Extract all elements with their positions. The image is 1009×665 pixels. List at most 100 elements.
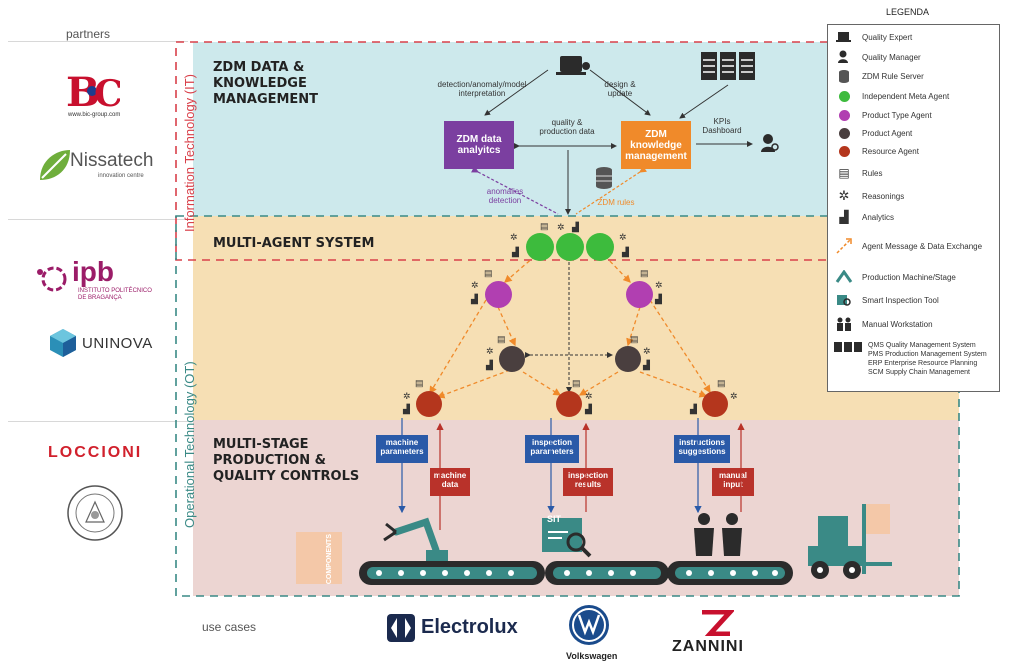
university-seal-logo: [67, 485, 123, 541]
legend-item-rule-server: ZDM Rule Server: [834, 69, 924, 83]
legend-label: Quality Manager: [862, 52, 921, 62]
forklift-icon: [808, 504, 892, 579]
analytics-icon: ▟: [690, 404, 697, 414]
quality-expert-icon: [836, 32, 851, 42]
legend-item-quality-manager: Quality Manager: [834, 50, 921, 64]
uninova-logo: UNINOVA: [48, 328, 188, 362]
analytics-icon: ▟: [585, 404, 592, 414]
gear-icon: ✲: [486, 346, 494, 356]
gear-icon: ✲: [619, 232, 627, 242]
inspection-parameters-box: inspection parameters: [525, 435, 579, 463]
electrolux-name: Electrolux: [421, 616, 518, 638]
uninova-name: UNINOVA: [82, 335, 153, 352]
bic-logo: B C www.bic-group.com: [64, 66, 123, 122]
legend-label: Analytics: [862, 212, 895, 222]
zannini-name: ZANNINI: [672, 638, 744, 655]
legend-item-meta-agent: Independent Meta Agent: [834, 91, 949, 102]
machine-data-box: machine data: [430, 468, 470, 496]
conveyor-belt: [359, 561, 793, 585]
detection-label: detection/anomaly/model interpretation: [437, 80, 527, 98]
red-dot-icon: [838, 146, 850, 157]
product-type-agent-left: [485, 281, 512, 308]
analytics-icon: ▟: [622, 247, 629, 257]
rule-server-icon: [839, 70, 849, 83]
legend-system-pms: PMS Production Management System: [868, 351, 987, 358]
smart-inspection-tool-icon: [542, 518, 592, 558]
manual-input-box: manual input: [712, 468, 754, 496]
zdm-knowledge-box: ZDM knowledge management: [621, 121, 691, 169]
volkswagen-logo-icon: [569, 605, 609, 645]
rule-server-db-icon: [596, 167, 612, 189]
gear-icon: ✲: [585, 391, 593, 401]
dashed-arrow-icon: [836, 238, 852, 254]
legend-label: Manual Workstation: [862, 319, 933, 329]
analytics-icon: ▟: [655, 294, 662, 304]
inspection-results-box: inspection results: [563, 468, 613, 496]
quality-expert-icon: [556, 56, 590, 75]
components-box: COMPONENTS: [296, 532, 342, 584]
product-agent-left: [499, 346, 525, 372]
legend-item-inspection-tool: Smart Inspection Tool: [834, 293, 939, 307]
resource-agent-center: [556, 391, 582, 417]
systems-server-icon: [701, 52, 755, 80]
magenta-dot-icon: [838, 110, 850, 121]
machine-icon: [835, 270, 853, 283]
nissatech-name: Nissatech: [70, 150, 154, 171]
legend-system-scm: SCM Supply Chain Management: [868, 369, 970, 376]
kpis-label: KPIs Dashboard: [702, 117, 742, 135]
anomalies-label: anomalies detection: [486, 187, 524, 205]
uninova-cube-icon: [50, 329, 76, 357]
legend: Quality Expert Quality Manager ZDM Rule …: [827, 24, 1000, 392]
product-type-agent-right: [626, 281, 653, 308]
gear-icon: ✲: [730, 391, 738, 401]
quality-data-label: quality & production data: [539, 118, 595, 136]
nissatech-sub: innovation centre: [98, 173, 144, 179]
legend-item-workstation: Manual Workstation: [834, 317, 933, 331]
mas-band-title: MULTI-AGENT SYSTEM: [213, 236, 375, 251]
use-cases-label: use cases: [202, 620, 257, 634]
partners-divider-1: [8, 219, 188, 220]
legend-label: Resource Agent: [862, 147, 919, 156]
product-agent-right: [615, 346, 641, 372]
partners-label: partners: [66, 27, 111, 41]
legend-systems: QMS Quality Management System PMS Produc…: [834, 341, 987, 377]
green-dot-icon: [838, 91, 850, 102]
ipb-sub2: DE BRAGANÇA: [78, 295, 122, 301]
ot-side-label: Operational Technology (OT): [182, 361, 197, 528]
resource-agent-right: [702, 391, 728, 417]
production-band-title: MULTI-STAGE PRODUCTION & QUALITY CONTROL…: [213, 437, 360, 484]
legend-label: Production Machine/Stage: [862, 272, 956, 282]
meta-agent-center: [556, 233, 584, 261]
gear-icon: ✲: [557, 222, 565, 232]
rules-icon: ▤: [717, 378, 726, 388]
analytics-icon: ▟: [471, 294, 478, 304]
legend-item-rules: ▤ Rules: [834, 166, 882, 180]
ipb-logo: ipb INSTITUTO POLITÉCNICO DE BRAGANÇA: [34, 256, 184, 312]
instructions-box: instructions suggestions: [674, 435, 730, 463]
analytics-icon: ▟: [643, 360, 650, 370]
legend-item-product-type-agent: Product Type Agent: [834, 110, 932, 121]
inspection-tool-icon: [837, 295, 851, 306]
loccioni-logo: LOCCIONI: [48, 444, 143, 461]
legend-item-product-agent: Product Agent: [834, 128, 912, 139]
zdm-analytics-box: ZDM data analyitcs: [444, 121, 514, 169]
legend-label: Rules: [862, 168, 883, 178]
legend-label: Reasonings: [862, 191, 905, 201]
zdm-rules-label: ZDM rules: [597, 198, 635, 207]
quality-manager-icon: [761, 134, 779, 152]
components-label: COMPONENTS: [326, 534, 333, 585]
svg-text:C: C: [94, 73, 120, 115]
systems-server-icon: [834, 342, 862, 352]
legend-label: ZDM Rule Server: [862, 71, 924, 81]
nissatech-logo: Nissatech innovation centre: [36, 140, 176, 190]
partners-divider-2: [8, 421, 188, 422]
rules-icon: ▤: [540, 221, 549, 231]
volkswagen-name: Volkswagen: [566, 651, 618, 661]
it-side-label: Information Technology (IT): [182, 74, 197, 232]
gear-icon: ✲: [643, 346, 651, 356]
meta-agent-right: [586, 233, 614, 261]
partners-divider-top: [8, 41, 188, 42]
rules-icon: ▤: [630, 334, 639, 344]
design-label: design & update: [604, 80, 636, 98]
bic-logo-mark: B C: [66, 69, 123, 116]
